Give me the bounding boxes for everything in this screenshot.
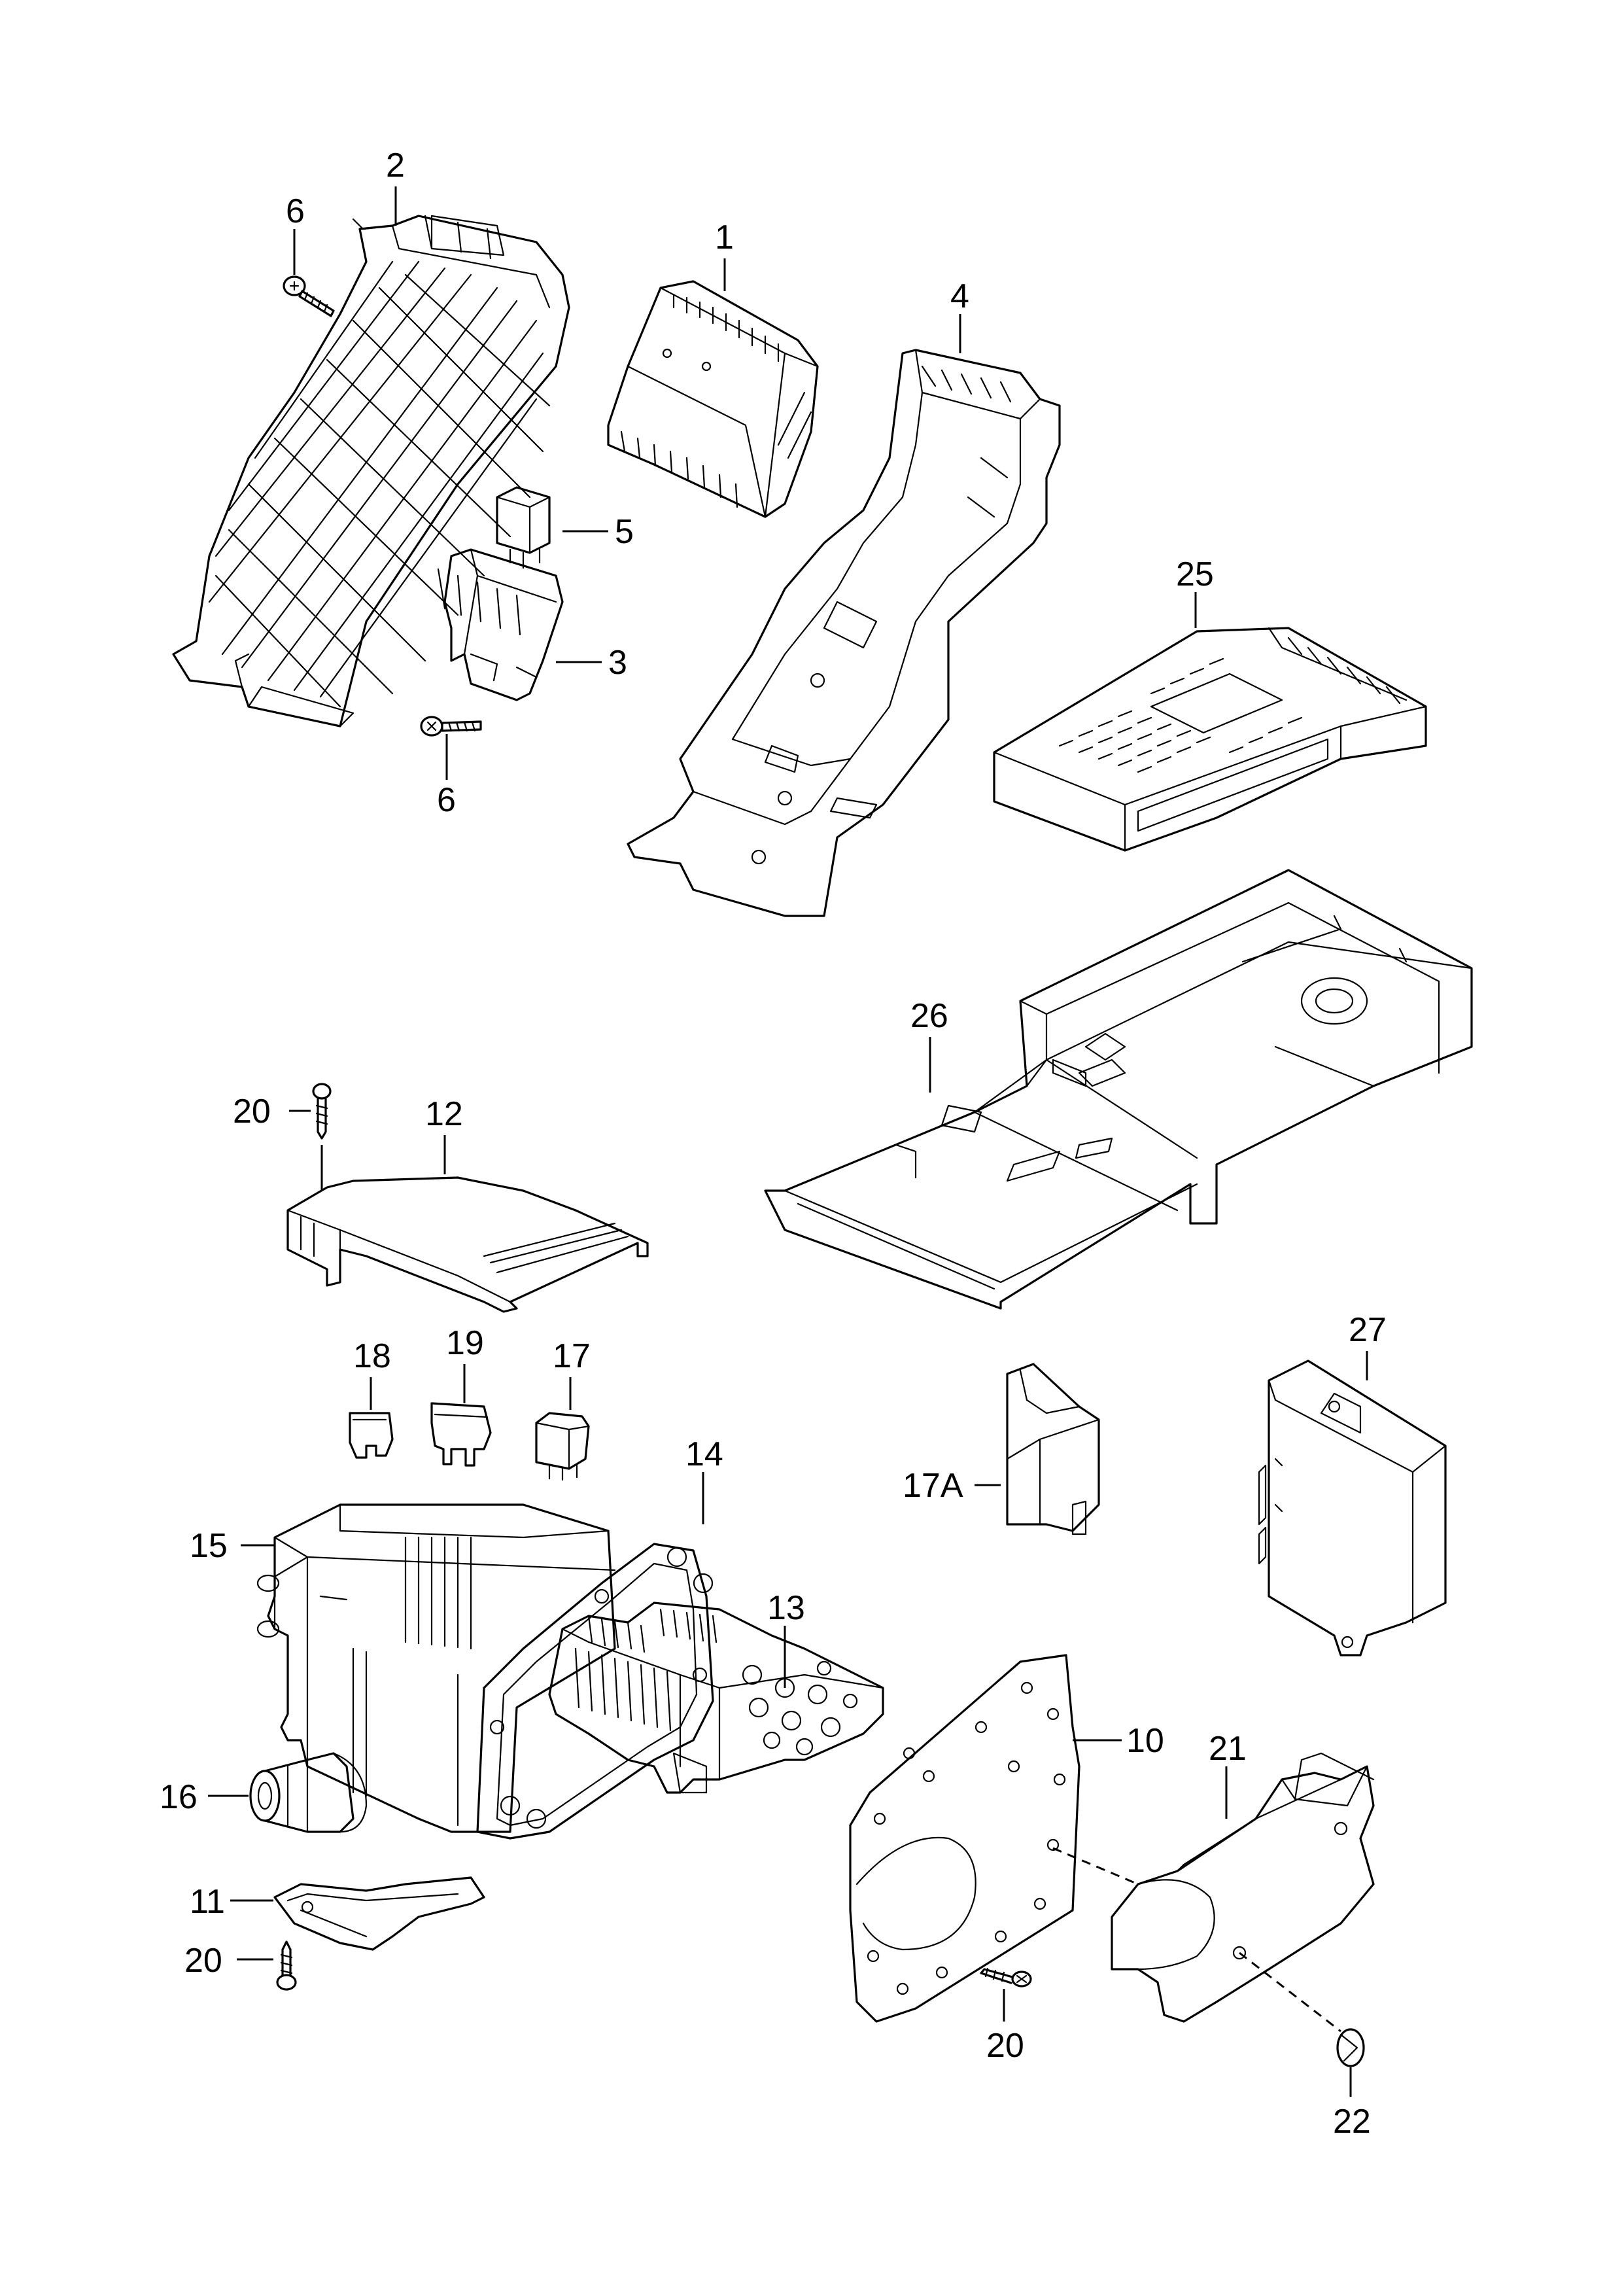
part-17-relay bbox=[535, 1412, 590, 1481]
part-22-clip bbox=[1336, 2028, 1365, 2067]
callout-27: 27 bbox=[1349, 1311, 1387, 1349]
part-4-carrier-bracket bbox=[627, 349, 1061, 917]
callout-18: 18 bbox=[353, 1337, 391, 1375]
part-26-mounting-tray bbox=[764, 869, 1473, 1310]
callout-5: 5 bbox=[615, 513, 634, 551]
callout-25: 25 bbox=[1176, 555, 1214, 593]
callout-17: 17 bbox=[553, 1337, 591, 1375]
part-13-fuse-carrier bbox=[548, 1602, 884, 1794]
callout-15: 15 bbox=[190, 1527, 228, 1565]
part-20-screw-left bbox=[276, 1940, 297, 1991]
part-2-mesh-bracket bbox=[172, 215, 570, 727]
part-21-bracket bbox=[1111, 1752, 1375, 2023]
part-3-relay-carrier bbox=[437, 548, 564, 701]
callout-4: 4 bbox=[950, 277, 969, 315]
part-17a-relay bbox=[1006, 1363, 1100, 1535]
callout-20-top: 20 bbox=[233, 1093, 271, 1130]
callout-2: 2 bbox=[386, 147, 405, 184]
part-5-relay bbox=[496, 486, 551, 569]
part-14-gasket-frame bbox=[476, 1543, 714, 1840]
callout-10: 10 bbox=[1126, 1722, 1164, 1760]
part-12-fuse-box-cover bbox=[286, 1176, 649, 1313]
callout-22: 22 bbox=[1333, 2103, 1371, 2141]
part-6-screw-upper bbox=[283, 275, 335, 317]
part-6-screw-lower bbox=[420, 716, 482, 737]
callout-11: 11 bbox=[190, 1883, 225, 1921]
callout-3: 3 bbox=[608, 644, 627, 682]
callout-14: 14 bbox=[685, 1435, 723, 1473]
callout-13: 13 bbox=[767, 1589, 805, 1627]
part-15-fuse-box-housing bbox=[256, 1503, 616, 1833]
callout-21: 21 bbox=[1209, 1730, 1247, 1768]
part-11-bracket bbox=[273, 1876, 485, 1951]
part-25-control-module bbox=[993, 627, 1427, 852]
callout-17a: 17A bbox=[903, 1467, 963, 1505]
part-20-screw-bottom bbox=[980, 1967, 1032, 1988]
callout-19: 19 bbox=[446, 1324, 484, 1362]
part-18-fuse bbox=[349, 1412, 394, 1459]
callout-12: 12 bbox=[425, 1095, 463, 1133]
callout-26: 26 bbox=[910, 997, 948, 1035]
callout-6-lower: 6 bbox=[437, 781, 456, 819]
callout-20-left: 20 bbox=[184, 1942, 222, 1980]
part-19-fuse bbox=[430, 1402, 492, 1467]
part-10-gasket-plate bbox=[849, 1654, 1080, 2023]
part-1-control-unit bbox=[607, 280, 819, 518]
callout-1: 1 bbox=[715, 219, 734, 256]
callout-20-bottom: 20 bbox=[986, 2027, 1024, 2065]
leader-lines bbox=[208, 186, 1368, 2097]
callout-6-upper: 6 bbox=[286, 192, 305, 230]
part-16-grommet bbox=[249, 1752, 368, 1833]
callout-labels: 2 6 1 4 5 3 6 25 26 20 12 18 19 17 14 15… bbox=[160, 147, 1387, 2141]
part-27-control-module bbox=[1258, 1359, 1447, 1656]
part-20-screw-top bbox=[312, 1083, 332, 1140]
assembly-lines bbox=[1052, 1847, 1341, 2033]
callout-16: 16 bbox=[160, 1778, 198, 1816]
